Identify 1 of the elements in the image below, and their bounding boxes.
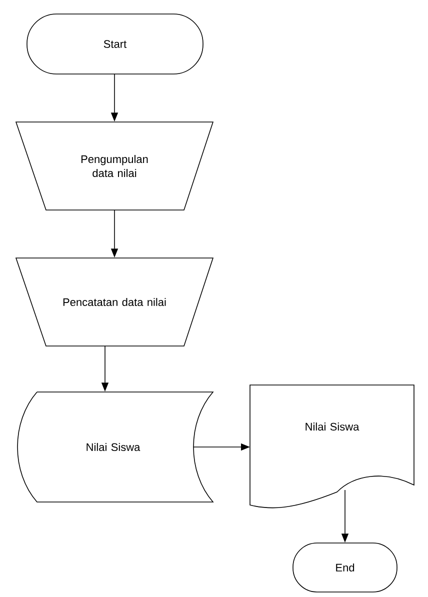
stored-data-shape: Nilai Siswa	[17, 392, 214, 502]
